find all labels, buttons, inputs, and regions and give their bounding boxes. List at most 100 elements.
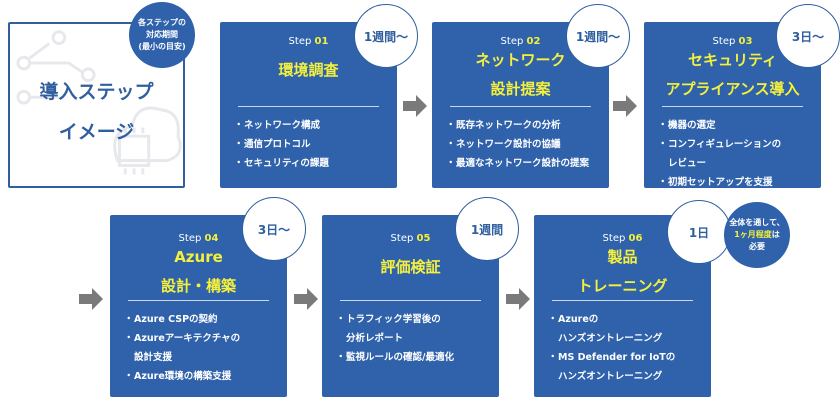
step-title: ネットワーク設計提案: [432, 48, 609, 102]
badge-line: 対応期間: [146, 30, 178, 39]
step-prefix: Step: [390, 233, 414, 244]
step-label: Step 06: [534, 233, 711, 244]
step-prefix: Step: [500, 36, 524, 47]
step-task-list: ・Azure CSPの契約・Azureアーキテクチャの設計支援・Azure環境の…: [124, 310, 281, 386]
bullet: ・: [336, 352, 346, 363]
task-text: 最適なネットワーク設計の提案: [456, 158, 590, 169]
step-label: Step 04: [110, 233, 287, 244]
task-text: 初期セットアップを支援: [668, 177, 773, 188]
duration-badge: 1日: [667, 200, 731, 264]
step-title-line: 設計提案: [490, 80, 551, 98]
duration-legend-badge: 各ステップの 対応期間 (最小の目安): [129, 2, 195, 68]
step-task-list: ・機器の選定・コンフィギュレーションのレビュー・初期セットアップを支援: [658, 116, 815, 192]
step-title-line: 環境調査: [278, 61, 339, 79]
summary-line3: 必要: [749, 242, 765, 251]
step-label: Step 03: [644, 36, 821, 47]
bullet: ・: [446, 139, 456, 150]
task-text-cont: ハンズオントレーニング: [558, 371, 663, 382]
step-01-box: Step 01 環境調査・ネットワーク構成・通信プロトコル・セキュリティの課題: [220, 22, 397, 188]
task-text: Azure CSPの契約: [134, 314, 218, 325]
step-prefix: Step: [288, 36, 312, 47]
task-item: ・初期セットアップを支援: [658, 173, 815, 192]
duration-badge: 1週間: [455, 197, 519, 261]
step-number: 02: [526, 36, 541, 47]
task-item: ・既存ネットワークの分析: [446, 116, 603, 135]
task-item: ・ネットワーク設計の協議: [446, 135, 603, 154]
divider: [552, 300, 693, 301]
step-title-line: 設計・構築: [160, 277, 236, 295]
duration-badge: 1週間〜: [566, 4, 630, 68]
task-text-cont: 分析レポート: [346, 333, 404, 344]
duration-text: 1週間〜: [575, 29, 621, 44]
summary-line1: 全体を通して、: [729, 218, 785, 227]
step-task-list: ・トラフィック学習後の分析レポート・監視ルールの確認/最適化: [336, 310, 493, 367]
step-label: Step 05: [322, 233, 499, 244]
duration-text: 1日: [688, 225, 710, 240]
arrow-right-icon: [613, 95, 637, 117]
task-text-cont: 設計支援: [134, 352, 173, 363]
intro-title-line1: 導入ステップ: [39, 81, 154, 103]
step-number: 05: [416, 233, 431, 244]
task-item: ・通信プロトコル: [234, 135, 391, 154]
step-task-list: ・ネットワーク構成・通信プロトコル・セキュリティの課題: [234, 116, 391, 173]
duration-text: 3日〜: [791, 29, 825, 44]
divider: [450, 106, 591, 107]
bullet: ・: [548, 314, 558, 325]
divider: [340, 300, 481, 301]
step-task-list: ・既存ネットワークの分析・ネットワーク設計の協議・最適なネットワーク設計の提案: [446, 116, 603, 173]
task-text: MS Defender for IoTの: [558, 352, 676, 363]
task-item: ・監視ルールの確認/最適化: [336, 348, 493, 367]
summary-highlight: 1ヶ月程度: [734, 230, 772, 239]
summary-badge: 全体を通して、 1ヶ月程度は 必要: [724, 202, 790, 268]
bullet: ・: [124, 333, 134, 344]
task-item: ・Azure環境の構築支援: [124, 367, 281, 386]
task-item: ・Azureのハンズオントレーニング: [548, 310, 705, 348]
duration-text: 3日〜: [257, 222, 291, 237]
arrow-right-icon: [506, 288, 530, 310]
duration-badge: 3日〜: [242, 197, 306, 261]
duration-badge: 3日〜: [776, 4, 840, 68]
step-label: Step 01: [220, 36, 397, 47]
task-text: 既存ネットワークの分析: [456, 120, 561, 131]
step-title-line: 評価検証: [380, 258, 441, 276]
task-item: ・ネットワーク構成: [234, 116, 391, 135]
bullet: ・: [658, 139, 668, 150]
step-prefix: Step: [712, 36, 736, 47]
task-item: ・MS Defender for IoTのハンズオントレーニング: [548, 348, 705, 386]
task-text-cont: レビュー: [668, 158, 707, 169]
circuit-cloud-illustration: [16, 30, 182, 175]
task-text: ネットワーク設計の協議: [456, 139, 561, 150]
step-title: セキュリティアプライアンス導入: [644, 48, 821, 102]
task-text: ネットワーク構成: [244, 120, 321, 131]
bullet: ・: [124, 314, 134, 325]
bullet: ・: [336, 314, 346, 325]
bullet: ・: [446, 120, 456, 131]
badge-line: (最小の目安): [138, 42, 186, 51]
task-text-cont: ハンズオントレーニング: [558, 333, 663, 344]
step-title-line: アプライアンス導入: [665, 80, 800, 98]
duration-text: 1週間〜: [363, 29, 409, 44]
bullet: ・: [446, 158, 456, 169]
step-title: 環境調査: [220, 58, 397, 83]
step-title-line: ネットワーク: [475, 51, 566, 69]
intro-title-line2: イメージ: [58, 121, 135, 143]
step-number: 01: [314, 36, 329, 47]
step-prefix: Step: [178, 233, 202, 244]
bullet: ・: [658, 120, 668, 131]
bullet: ・: [234, 120, 244, 131]
step-task-list: ・Azureのハンズオントレーニング・MS Defender for IoTのハ…: [548, 310, 705, 386]
step-number: 06: [628, 233, 643, 244]
arrow-right-icon: [294, 288, 318, 310]
step-title: 評価検証: [322, 255, 499, 280]
task-item: ・セキュリティの課題: [234, 154, 391, 173]
task-text: 監視ルールの確認/最適化: [346, 352, 454, 363]
step-title-line: トレーニング: [577, 277, 668, 295]
divider: [662, 106, 803, 107]
task-item: ・コンフィギュレーションのレビュー: [658, 135, 815, 173]
step-title-line: セキュリティ: [687, 51, 778, 69]
bullet: ・: [658, 177, 668, 188]
badge-line: 各ステップの: [138, 18, 186, 27]
bullet: ・: [234, 158, 244, 169]
arrow-right-icon: [79, 288, 103, 310]
